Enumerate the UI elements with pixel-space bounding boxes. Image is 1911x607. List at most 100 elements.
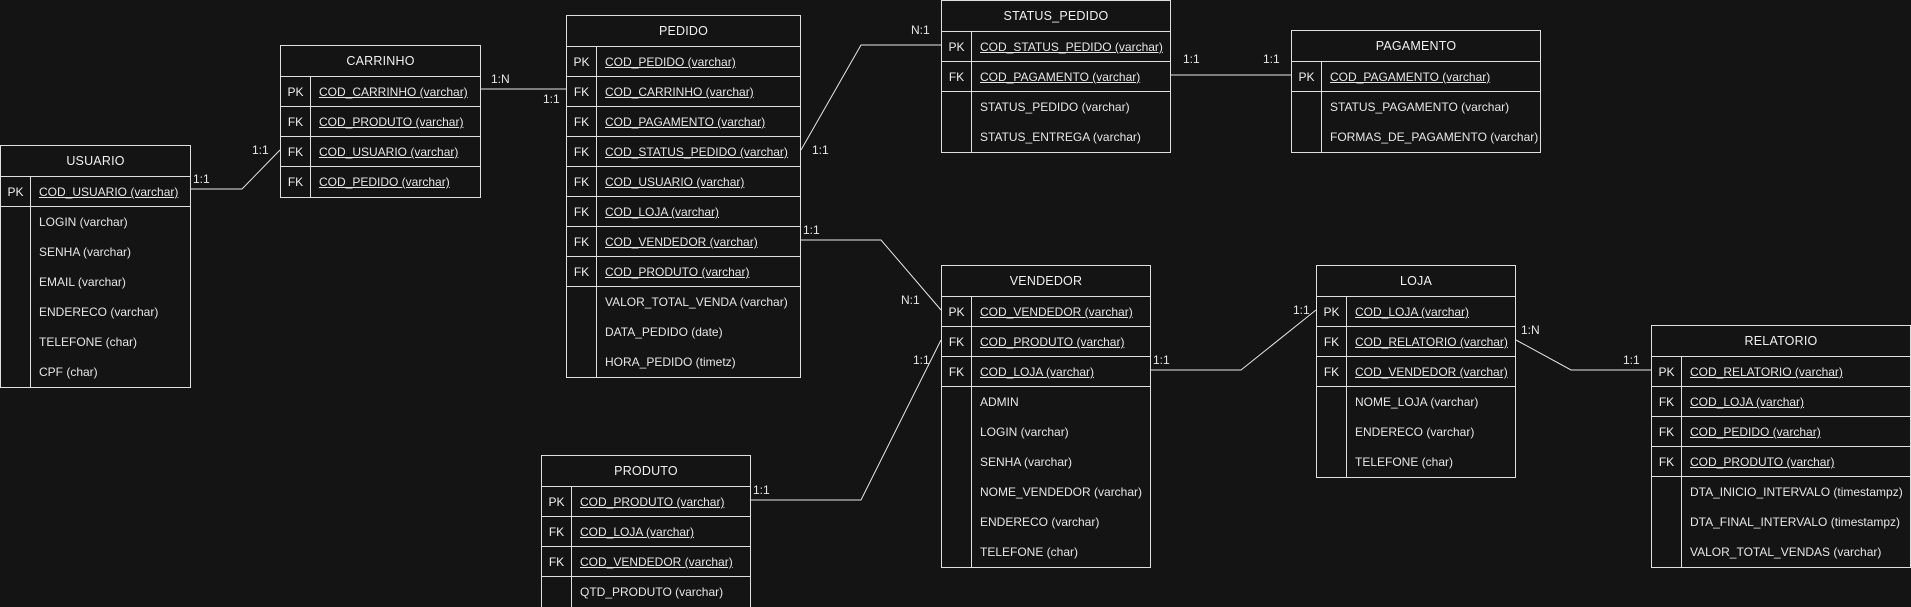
entity-attributes: ADMIN LOGIN (varchar) SENHA (varchar) NO…: [942, 387, 1150, 567]
rel-pedido-vendedor: [801, 239, 942, 311]
attr-divider: [1321, 92, 1322, 152]
entity-attr-row[interactable]: VALOR_TOTAL_VENDAS (varchar): [1652, 537, 1910, 567]
cardinality-label: 1:1: [1153, 353, 1170, 367]
entity-attr-row[interactable]: ADMIN: [942, 387, 1150, 417]
entity-attr-row[interactable]: SENHA (varchar): [1, 237, 190, 267]
field-name: STATUS_PAGAMENTO (varchar): [1330, 100, 1510, 114]
entity-attr-row[interactable]: SENHA (varchar): [942, 447, 1150, 477]
entity-attr-row[interactable]: ENDERECO (varchar): [1317, 417, 1515, 447]
entity-attr-row[interactable]: STATUS_PAGAMENTO (varchar): [1292, 92, 1540, 122]
cardinality-label: 1:N: [491, 72, 510, 86]
entity-attr-row[interactable]: DTA_FINAL_INTERVALO (timestampz): [1652, 507, 1910, 537]
entity-attr-row[interactable]: VALOR_TOTAL_VENDA (varchar): [567, 287, 800, 317]
entity-key-row[interactable]: PK COD_USUARIO (varchar): [1, 177, 190, 207]
entity-attr-row[interactable]: LOGIN (varchar): [1, 207, 190, 237]
key-type: FK: [567, 137, 597, 166]
key-type: FK: [567, 167, 597, 196]
field-name: NOME_VENDEDOR (varchar): [980, 485, 1143, 499]
entity-attr-row[interactable]: FORMAS_DE_PAGAMENTO (varchar): [1292, 122, 1540, 152]
entity-attr-row[interactable]: EMAIL (varchar): [1, 267, 190, 297]
key-type: PK: [1652, 357, 1682, 386]
field-name: STATUS_PEDIDO (varchar): [980, 100, 1130, 114]
key-type: FK: [281, 137, 311, 166]
entity-key-row[interactable]: FK COD_PRODUTO (varchar): [567, 257, 800, 287]
key-type: FK: [567, 197, 597, 226]
entity-attr-row[interactable]: ENDERECO (varchar): [1, 297, 190, 327]
cardinality-label: 1:1: [1623, 353, 1640, 367]
entity-attr-row[interactable]: STATUS_ENTREGA (varchar): [942, 122, 1170, 152]
entity-attr-row[interactable]: DATA_PEDIDO (date): [567, 317, 800, 347]
key-type: FK: [1317, 357, 1347, 386]
cardinality-label: 1:1: [812, 143, 829, 157]
entity-attr-row[interactable]: ENDERECO (varchar): [942, 507, 1150, 537]
entity-attributes: QTD_PRODUTO (varchar): [542, 577, 750, 607]
key-type: PK: [1, 177, 31, 206]
entity-attributes: NOME_LOJA (varchar) ENDERECO (varchar) T…: [1317, 387, 1515, 477]
field-name: DTA_INICIO_INTERVALO (timestampz): [1690, 485, 1903, 499]
cardinality-label: 1:1: [753, 483, 770, 497]
entity-attr-row[interactable]: STATUS_PEDIDO (varchar): [942, 92, 1170, 122]
attr-divider: [596, 287, 597, 377]
rel-pedido-status: [800, 44, 941, 151]
field-name: ENDERECO (varchar): [1355, 425, 1475, 439]
key-type: FK: [942, 327, 972, 356]
field-name: COD_PEDIDO (varchar): [1690, 425, 1821, 439]
entity-attr-row[interactable]: TELEFONE (char): [942, 537, 1150, 567]
entity-attr-row[interactable]: DTA_INICIO_INTERVALO (timestampz): [1652, 477, 1910, 507]
entity-usuario[interactable]: USUARIO PK COD_USUARIO (varchar) LOGIN (…: [0, 145, 191, 388]
key-type: FK: [281, 107, 311, 136]
key-type: FK: [942, 357, 972, 386]
key-type: FK: [567, 257, 597, 286]
entity-attr-row[interactable]: LOGIN (varchar): [942, 417, 1150, 447]
entity-attr-row[interactable]: CPF (char): [1, 357, 190, 387]
entity-attr-row[interactable]: TELEFONE (char): [1317, 447, 1515, 477]
field-name: ADMIN: [980, 395, 1019, 409]
entity-attr-row[interactable]: NOME_LOJA (varchar): [1317, 387, 1515, 417]
entity-attr-row[interactable]: NOME_VENDEDOR (varchar): [942, 477, 1150, 507]
entity-attr-row[interactable]: HORA_PEDIDO (timetz): [567, 347, 800, 377]
field-name: COD_LOJA (varchar): [580, 525, 695, 539]
field-name: SENHA (varchar): [980, 455, 1073, 469]
entity-attr-row[interactable]: QTD_PRODUTO (varchar): [542, 577, 750, 607]
entity-attr-row[interactable]: TELEFONE (char): [1, 327, 190, 357]
field-name: COD_PAGAMENTO (varchar): [1330, 70, 1491, 84]
field-name: COD_PRODUTO (varchar): [580, 495, 725, 509]
field-name: COD_PRODUTO (varchar): [605, 265, 750, 279]
